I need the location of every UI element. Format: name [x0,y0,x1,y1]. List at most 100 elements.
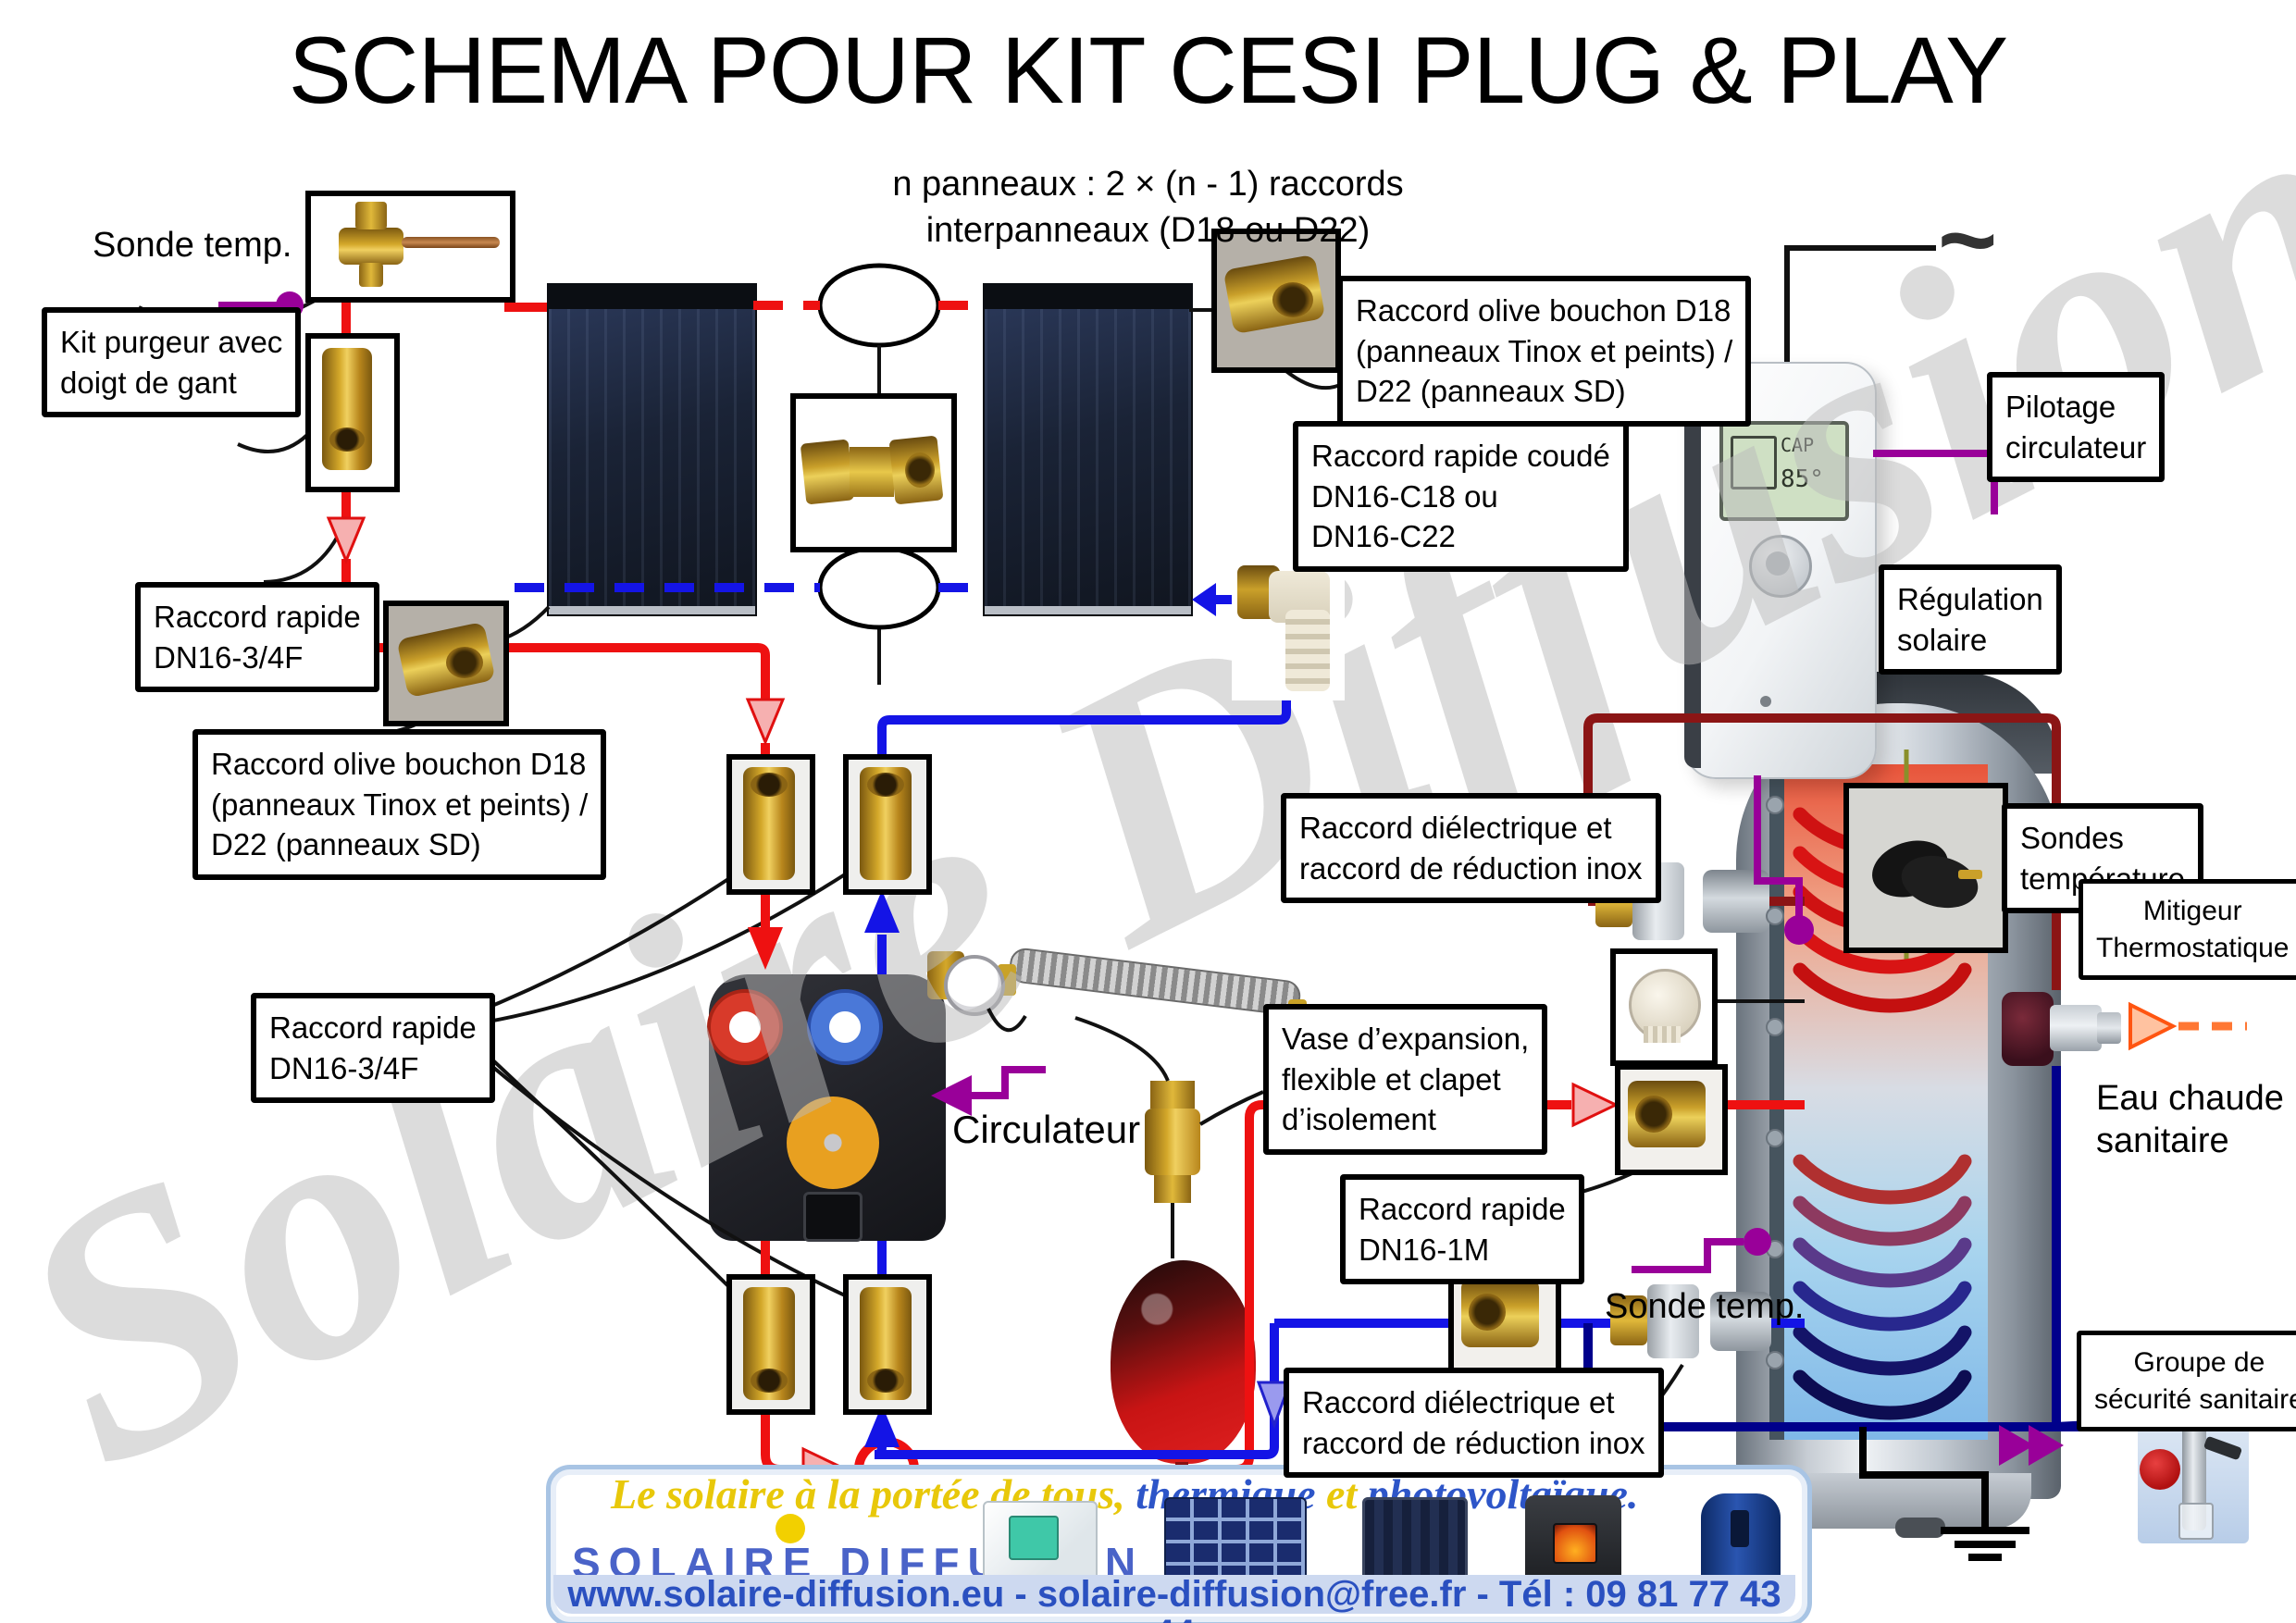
raccord-34f-left-label: Raccord rapide DN16-3/4F [135,582,379,693]
solar-panel-2 [983,283,1193,616]
pellet-stove-icon [1525,1495,1621,1580]
label-line: Raccord olive bouchon D18 [1356,293,1731,328]
pump-fitting-cold-top [843,754,932,895]
sonde-temp-label-2: Sonde temp. [1605,1287,1805,1326]
circulator-pump [787,1096,879,1189]
label-line: DN16-C18 ou [1311,478,1498,514]
plug-thread [1644,1026,1681,1043]
mitigeur-label: Mitigeur Thermostatique [2079,879,2296,981]
label-line: Vase d’expansion, [1282,1022,1530,1056]
dielectric-brass-2 [1610,1295,1647,1345]
logo-sun-icon [776,1514,805,1543]
purge-valve-photo [305,191,515,303]
controller-dial[interactable] [1749,535,1812,598]
footer-contact[interactable]: www.solaire-diffusion.eu - solaire-diffu… [553,1575,1795,1623]
water-heater-icon [1701,1493,1781,1580]
fitting-dn16-34f-photo [305,333,400,492]
coupler-bore [751,773,788,797]
coupler-bore [867,773,904,797]
label-line: DN16-3/4F [269,1050,419,1085]
label-line: DN16-1M [1359,1232,1490,1267]
union-center [850,447,894,497]
tank-foot [1895,1518,1945,1538]
subtitle-line2: interpanneaux (D18 ou D22) [925,211,1371,250]
coupler-bore [329,427,365,452]
valve-body [339,228,403,265]
sonde-temp-label-1: Sonde temp. [93,226,292,265]
vase-label: Vase d’expansion, flexible et clapet d’i… [1263,1004,1548,1155]
groupe-label: Groupe de sécurité sanitaire [2077,1331,2296,1432]
label-line: flexible et clapet [1282,1061,1501,1096]
label-line: doigt de gant [60,365,237,400]
label-line: Thermostatique [2096,932,2290,963]
controller-screen [1009,1516,1059,1560]
subtitle-line1: n panneaux : 2 × (n - 1) raccords [892,165,1404,204]
fitting-bore [1469,1294,1506,1331]
interpanel-union-photo [790,393,957,552]
label-line: D22 (panneaux SD) [211,827,481,862]
label-line: Raccord diélectrique et [1299,811,1612,845]
lcd-collector-icon [1731,436,1777,489]
label-line: solaire [1897,622,1988,657]
label-line: sanitaire [2096,1121,2229,1160]
label-line: Raccord diélectrique et [1302,1385,1615,1419]
label-line: Mitigeur [2142,896,2242,926]
lcd-line1: CAP [1781,434,1815,456]
label-line: circulateur [2005,429,2147,465]
footer-tagline: Le solaire à la portée de tous, thermiqu… [611,1469,1638,1518]
label-line: d’isolement [1282,1102,1436,1137]
label-line: DN16-3/4F [154,639,304,675]
isolation-valve-bottom [1154,1175,1191,1203]
dielectrique-bas-label: Raccord diélectrique et raccord de réduc… [1284,1368,1664,1479]
dielectrique-haut-label: Raccord diélectrique et raccord de réduc… [1281,793,1661,904]
heater-panel [1731,1510,1749,1547]
cold-gauge [807,989,883,1065]
mixer-knob[interactable] [2002,992,2054,1066]
elbow-body-v [1285,610,1330,691]
elbow-fitting-photo [1232,549,1345,700]
pump-fitting-hot-bottom [726,1274,815,1415]
olive-fitting-left-photo [383,601,509,726]
label-line: Raccord rapide coudé [1311,439,1610,473]
coupler-bore [751,1369,788,1393]
circulateur-label: Circulateur [952,1108,1141,1151]
label-line: Raccord olive bouchon D18 [211,747,587,781]
label-line: (panneaux Tinox et peints) / [211,787,589,822]
label-line: Raccord rapide [269,1010,477,1045]
safety-group-red-cap[interactable] [2140,1449,2180,1490]
pv-panel-icon [1164,1497,1307,1582]
label-line: D22 (panneaux SD) [1356,374,1626,409]
valve-copper-probe [402,237,500,248]
union-nut-left [800,439,855,505]
label-line: Eau chaude [2096,1079,2284,1118]
kit-purgeur-label: Kit purgeur avec doigt de gant [42,307,302,418]
label-line: raccord de réduction inox [1302,1425,1645,1460]
controller-edge [1684,370,1701,768]
label-line: Régulation [1897,582,2043,616]
pump-fitting-cold-bottom [843,1274,932,1415]
inox-nipple-2 [1710,1292,1771,1351]
regulation-label: Régulation solaire [1879,564,2062,675]
olive-right-label: Raccord olive bouchon D18 (panneaux Tino… [1337,276,1752,427]
pressure-gauge [944,955,1005,1016]
dielectric-union-2 [1647,1284,1699,1358]
union-bore [905,452,935,488]
controller-led [1760,696,1771,707]
mixer-outlet [2097,1012,2121,1044]
coude-label: Raccord rapide coudé DN16-C18 ou DN16-C2… [1293,421,1629,572]
raccord-34f-center-label: Raccord rapide DN16-3/4F [251,993,495,1104]
label-line: Pilotage [2005,390,2116,424]
mains-tilde: ~ [1938,183,1998,297]
valve-bottom-port [359,263,383,287]
sensor-tip [1958,870,1982,879]
controller-dial-center[interactable] [1766,551,1790,576]
label-line: raccord de réduction inox [1299,850,1643,886]
label-line: (panneaux Tinox et peints) / [1356,333,1733,368]
expansion-vessel [1111,1260,1256,1464]
brass-coupler [322,348,372,470]
label-line: Groupe de [2133,1347,2265,1378]
label-line: Sondes [2020,821,2124,855]
pilotage-label: Pilotage circulateur [1987,372,2166,483]
safety-group-funnel [2178,1503,2214,1540]
